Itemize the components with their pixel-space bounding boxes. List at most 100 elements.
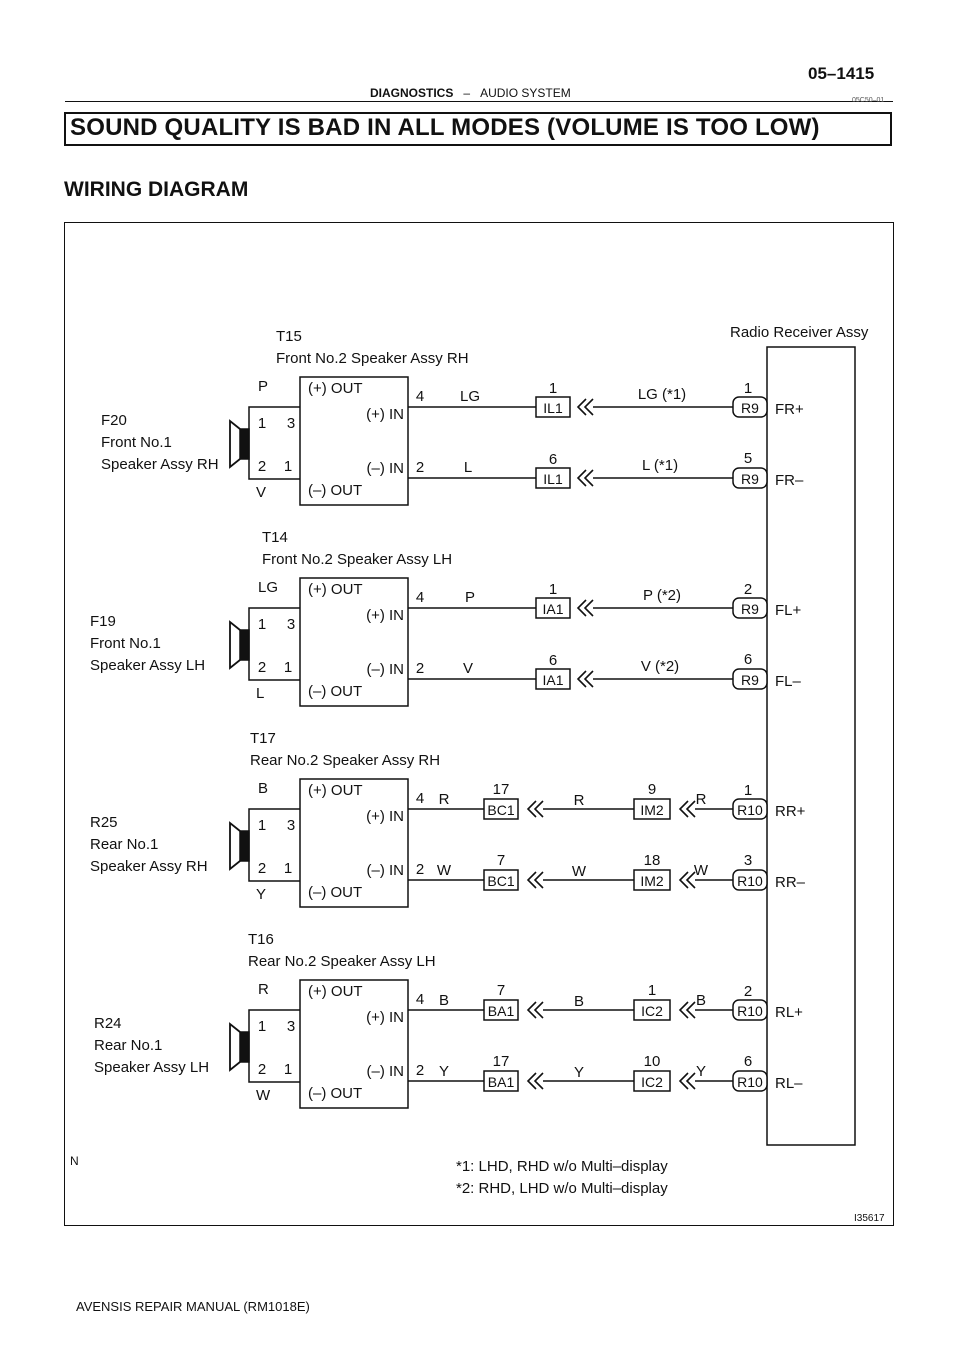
group-4-neg-conn-box bbox=[483, 1070, 519, 1092]
group-2-neg-color: V bbox=[463, 660, 473, 677]
corner-mark: N bbox=[70, 1154, 79, 1168]
section-name: DIAGNOSTICS bbox=[370, 86, 454, 100]
group-2-pos-color: P bbox=[465, 589, 475, 606]
group-1-neg-color2: L (*1) bbox=[642, 457, 678, 474]
group-1-recv-neg-pin: 5 bbox=[744, 450, 752, 467]
group-3-neg-color3: W bbox=[694, 862, 709, 879]
group-1-pos-pin: 4 bbox=[416, 388, 424, 405]
group-4-amp-box bbox=[299, 979, 409, 1109]
group-3-neg-chevron-b bbox=[533, 871, 544, 889]
group-2-pos-color2: P (*2) bbox=[643, 587, 681, 604]
group-4-recv-neg-pin: 6 bbox=[744, 1053, 752, 1070]
group-4-spk-line2: Speaker Assy LH bbox=[94, 1059, 209, 1076]
group-3-amp-minus-in: (–) IN bbox=[367, 862, 405, 879]
radio-receiver-label: Radio Receiver Assy bbox=[730, 324, 869, 341]
group-1-spk-bot-color: V bbox=[256, 484, 266, 501]
group-4-amp-name: Rear No.2 Speaker Assy LH bbox=[248, 953, 436, 970]
group-1-pos-color: LG bbox=[460, 388, 480, 405]
group-4-recv-neg-term: RL– bbox=[775, 1075, 803, 1092]
group-1-recv-pos-box bbox=[732, 396, 768, 418]
note-2: *2: RHD, LHD w/o Multi–display bbox=[456, 1180, 668, 1197]
group-2-neg-chevron-b bbox=[583, 670, 594, 688]
group-4-spk-bot-color: W bbox=[256, 1087, 271, 1104]
group-2-recv-pos-term: FL+ bbox=[775, 602, 802, 619]
group-1-pos-chevron-a bbox=[576, 398, 587, 416]
group-4-pin-bl: 2 bbox=[258, 1061, 266, 1078]
group-2-neg-color2: V (*2) bbox=[641, 658, 679, 675]
footer-text: AVENSIS REPAIR MANUAL (RM1018E) bbox=[76, 1299, 310, 1314]
group-4-amp-code: T16 bbox=[248, 931, 274, 948]
group-3-neg-chevron2-a bbox=[678, 871, 689, 889]
group-4-neg-color3: Y bbox=[696, 1063, 706, 1080]
section-separator: – bbox=[463, 86, 471, 100]
group-2-amp-plus-out: (+) OUT bbox=[308, 581, 363, 598]
group-2-pin-tr: 3 bbox=[287, 616, 295, 633]
group-1-recv-pos-pin: 1 bbox=[744, 380, 752, 397]
group-3-neg-color2: W bbox=[572, 863, 587, 880]
group-4-recv-pos-box bbox=[732, 999, 768, 1021]
group-4-pos-color: B bbox=[439, 992, 449, 1009]
group-4-neg-conn-pin: 17 bbox=[493, 1053, 510, 1070]
group-3-neg-conn2-box bbox=[633, 869, 671, 891]
group-2-neg-conn-pin: 6 bbox=[549, 652, 557, 669]
group-3-pin-tr: 3 bbox=[287, 817, 295, 834]
group-2-recv-neg-code: R9 bbox=[741, 672, 759, 688]
note-1: *1: LHD, RHD w/o Multi–display bbox=[456, 1158, 668, 1175]
group-3-pos-pin: 4 bbox=[416, 790, 424, 807]
group-2-pos-conn-pin: 1 bbox=[549, 581, 557, 598]
group-3-neg-conn2-code: IM2 bbox=[640, 873, 664, 889]
group-3-recv-pos-code: R10 bbox=[737, 802, 763, 818]
group-4-spk-line1: Rear No.1 bbox=[94, 1037, 162, 1054]
group-4-amp-minus-out: (–) OUT bbox=[308, 1085, 362, 1102]
group-4-pos-conn2-code: IC2 bbox=[641, 1003, 663, 1019]
group-1-amp-box bbox=[299, 376, 409, 506]
group-2-spk-bot-color: L bbox=[256, 685, 264, 702]
group-4-pin-br: 1 bbox=[284, 1061, 292, 1078]
page-title: SOUND QUALITY IS BAD IN ALL MODES (VOLUM… bbox=[70, 114, 820, 141]
group-3-neg-chevron-a bbox=[526, 871, 537, 889]
group-4-recv-pos-term: RL+ bbox=[775, 1004, 803, 1021]
group-1-amp-code: T15 bbox=[276, 328, 302, 345]
group-1-amp-minus-in: (–) IN bbox=[367, 460, 405, 477]
group-1-spk-code: F20 bbox=[101, 412, 127, 429]
group-4-neg-conn2-pin: 10 bbox=[644, 1053, 661, 1070]
group-3-pin-tl: 1 bbox=[258, 817, 266, 834]
group-4-pos-chevron-b bbox=[533, 1001, 544, 1019]
document-code: 05C50–01 bbox=[852, 97, 885, 104]
group-2-recv-pos-pin: 2 bbox=[744, 581, 752, 598]
group-3-speaker-cone bbox=[229, 821, 241, 871]
group-2-pos-conn-code: IA1 bbox=[542, 601, 563, 617]
group-1-recv-neg-code: R9 bbox=[741, 471, 759, 487]
group-3-neg-conn2-pin: 18 bbox=[644, 852, 661, 869]
group-3-recv-neg-box bbox=[732, 869, 768, 891]
group-4-pos-pin: 4 bbox=[416, 991, 424, 1008]
group-3-pos-conn2-code: IM2 bbox=[640, 802, 664, 818]
group-2-spk-code: F19 bbox=[90, 613, 116, 630]
group-1-recv-neg-box bbox=[732, 467, 768, 489]
group-2-speaker-body bbox=[239, 629, 250, 661]
group-1-neg-chevron-b bbox=[583, 469, 594, 487]
group-3-neg-conn-box bbox=[483, 869, 519, 891]
group-1-pin-tl: 1 bbox=[258, 415, 266, 432]
group-3-recv-pos-term: RR+ bbox=[775, 803, 806, 820]
group-4-neg-conn2-box bbox=[633, 1070, 671, 1092]
group-2-recv-neg-term: FL– bbox=[775, 673, 802, 690]
group-2-amp-box bbox=[299, 577, 409, 707]
subsection-name: AUDIO SYSTEM bbox=[480, 86, 571, 100]
group-4-recv-neg-box bbox=[732, 1070, 768, 1092]
group-1-neg-conn-code: IL1 bbox=[543, 471, 563, 487]
group-3-speaker-body bbox=[239, 830, 250, 862]
group-4-neg-color2: Y bbox=[574, 1064, 584, 1081]
group-3-amp-name: Rear No.2 Speaker Assy RH bbox=[250, 752, 440, 769]
group-3-pin-br: 1 bbox=[284, 860, 292, 877]
group-4-recv-pos-code: R10 bbox=[737, 1003, 763, 1019]
group-4-pos-conn-code: BA1 bbox=[488, 1003, 515, 1019]
group-3-pos-chevron2-b bbox=[685, 800, 696, 818]
group-4-spk-top-color: R bbox=[258, 981, 269, 998]
group-2-amp-minus-in: (–) IN bbox=[367, 661, 405, 678]
group-2-pos-conn-box bbox=[535, 597, 571, 619]
group-3-amp-box bbox=[299, 778, 409, 908]
page-number: 05–1415 bbox=[808, 64, 875, 83]
group-2-pos-chevron-a bbox=[576, 599, 587, 617]
